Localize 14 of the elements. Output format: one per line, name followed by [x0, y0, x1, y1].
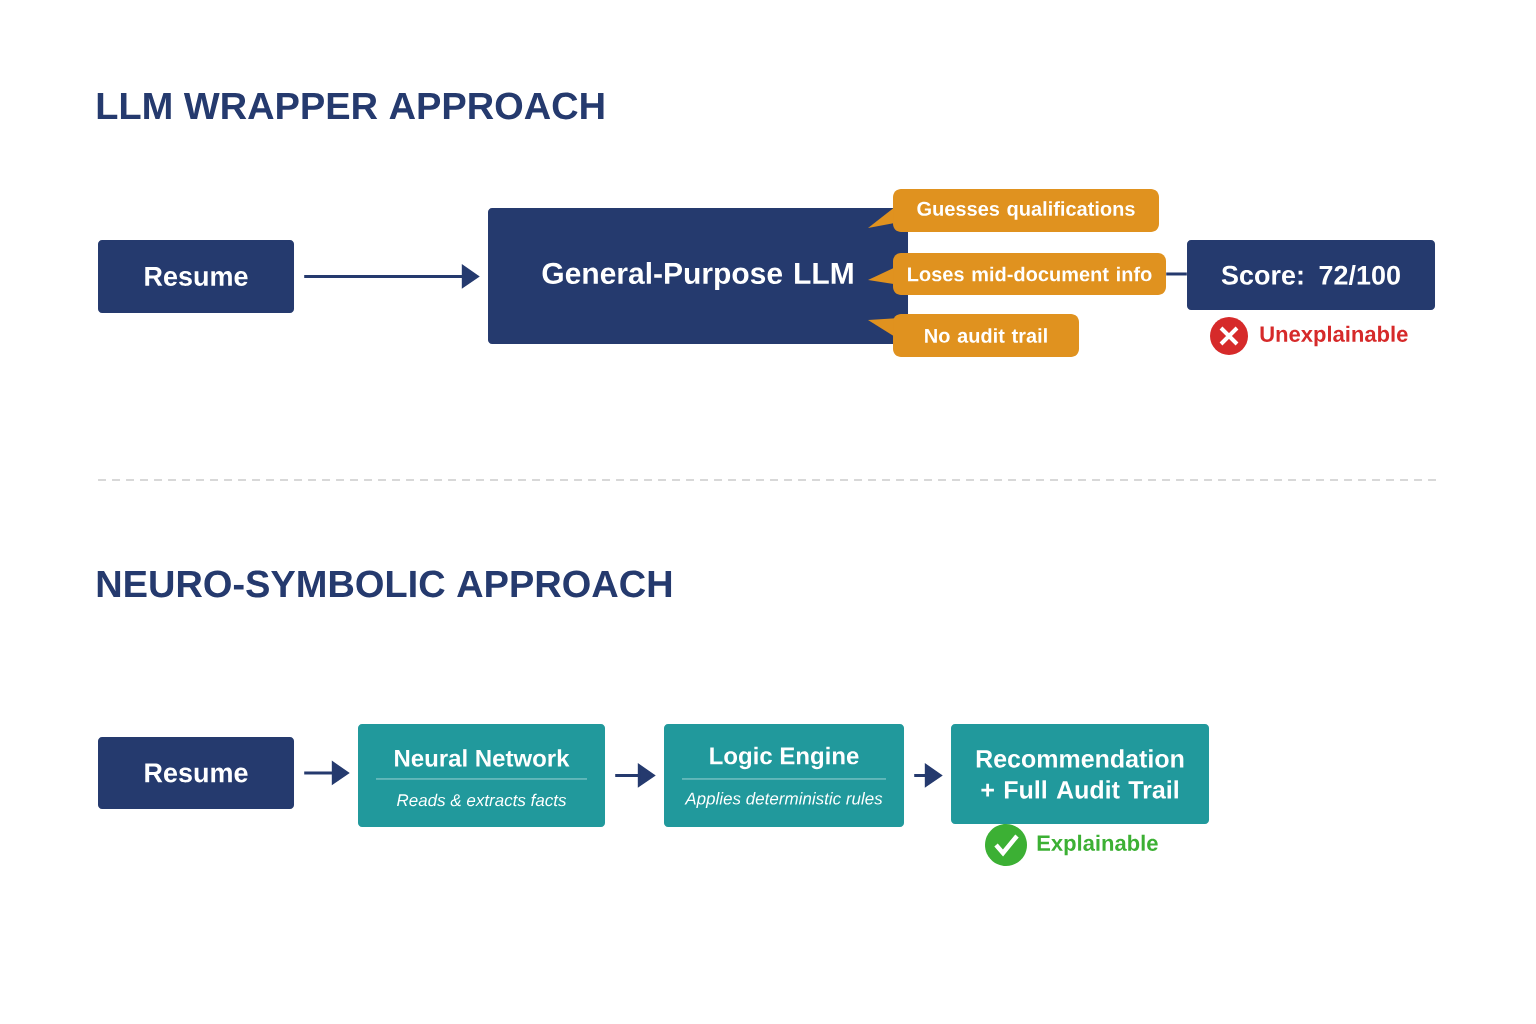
callout-bubble: No audit trail [868, 314, 1079, 357]
status-label: Explainable [1037, 834, 1158, 856]
process-box: Resume [98, 737, 294, 809]
process-box: Neural Network Reads & extracts facts [358, 724, 605, 827]
callout-bubble: Guesses qualifications [868, 189, 1159, 232]
process-box: Score: 72/100 [1187, 240, 1435, 310]
process-box: General-Purpose LLM [488, 208, 908, 344]
process-box: Recommendation + Full Audit Trail [951, 724, 1209, 824]
process-box: Resume [98, 240, 294, 313]
callout-bubble: Loses mid-document info [868, 253, 1166, 295]
section-heading: LLM WRAPPER APPROACH [97, 92, 604, 120]
status-label: Unexplainable [1260, 325, 1408, 347]
section-heading: NEURO-SYMBOLIC APPROACH [97, 570, 672, 598]
process-box: Logic Engine Applies deterministic rules [664, 724, 904, 827]
